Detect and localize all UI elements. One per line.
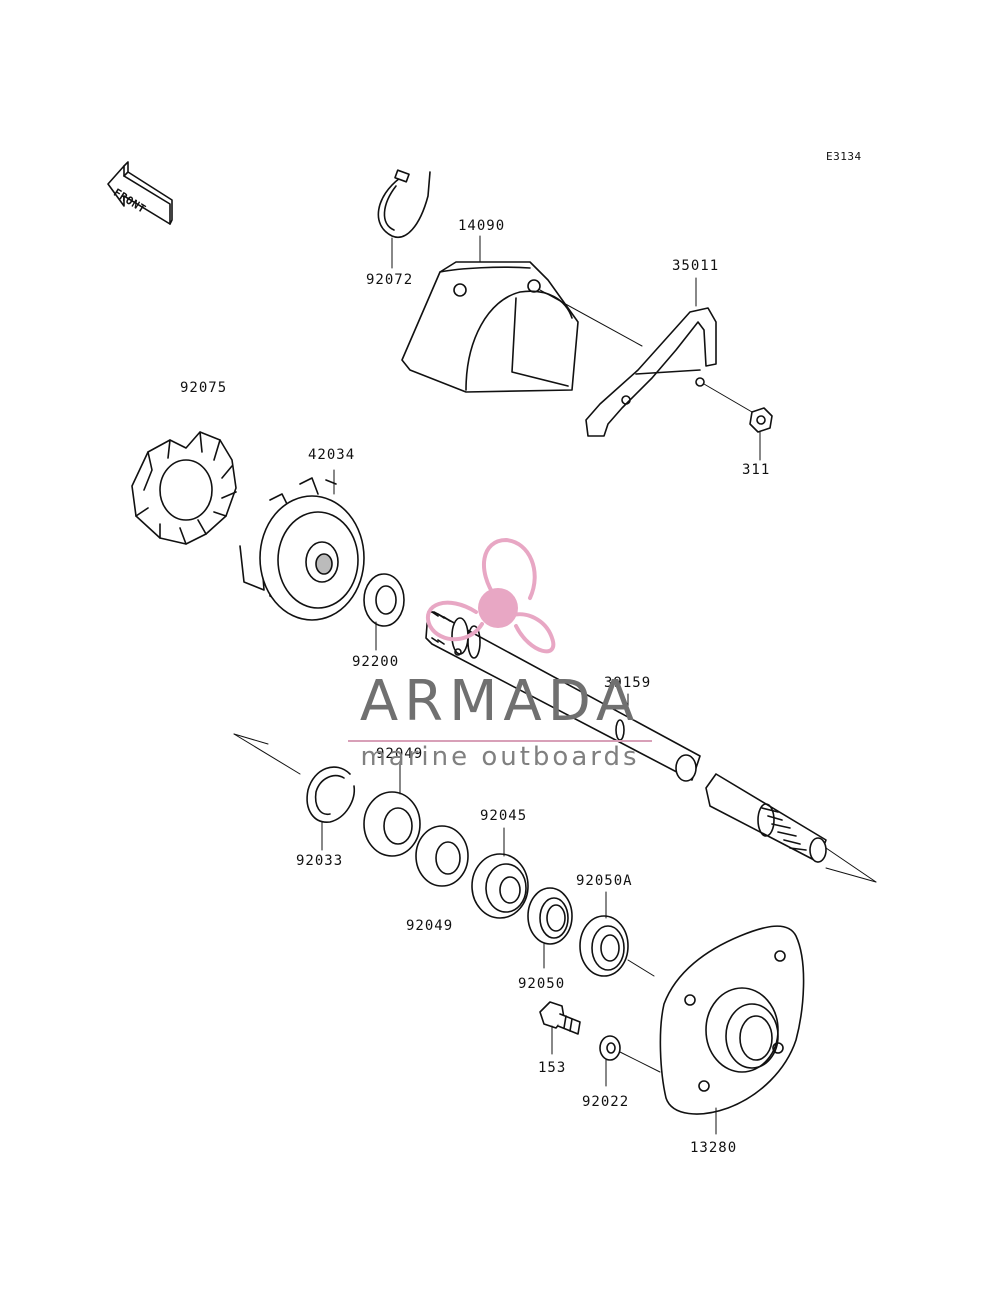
- part-label-92049-upper: 92049: [376, 746, 424, 762]
- part-label-13280: 13280: [690, 1140, 738, 1156]
- part-label-35011: 35011: [672, 258, 720, 274]
- part-label-92072: 92072: [366, 272, 414, 288]
- circlip-92033: [306, 766, 355, 851]
- front-arrow-icon: [107, 161, 173, 225]
- part-label-92075: 92075: [180, 380, 228, 396]
- part-label-311: 311: [742, 462, 771, 478]
- part-label-39159: 39159: [604, 675, 652, 691]
- watermark-brand: ARMADA: [359, 669, 641, 734]
- spacer-92049-upper: [363, 763, 421, 857]
- seal-92050: [527, 887, 573, 969]
- part-label-92045: 92045: [480, 808, 528, 824]
- washer-92022: [599, 1035, 661, 1087]
- spacer-92049-lower: [415, 825, 469, 887]
- part-label-92050: 92050: [518, 976, 566, 992]
- shaft-39159: [425, 611, 701, 782]
- clip-92072: [377, 169, 431, 269]
- bearing-92045: [471, 827, 529, 919]
- watermark-tagline: marine outboards: [360, 742, 640, 772]
- part-label-92022: 92022: [582, 1094, 630, 1110]
- bolt-153: [539, 1001, 581, 1055]
- axis-arrow-left: [233, 733, 301, 775]
- part-label-92050A: 92050A: [576, 873, 633, 889]
- figure-code: E3134: [826, 150, 862, 163]
- coupling-92075: [131, 431, 237, 545]
- part-label-153: 153: [538, 1060, 567, 1076]
- seal-92050A: [579, 891, 655, 977]
- impeller-42034: [239, 469, 365, 621]
- armada-propeller-logo: [426, 538, 556, 654]
- bracket-35011: [585, 277, 753, 437]
- part-label-92200: 92200: [352, 654, 400, 670]
- part-label-92049-lower: 92049: [406, 918, 454, 934]
- housing-13280: [659, 925, 805, 1135]
- cover-14090: [401, 235, 643, 393]
- washer-92200: [363, 573, 405, 651]
- nut-311: [749, 407, 773, 461]
- shaft-spline-end: [705, 773, 877, 883]
- part-label-14090: 14090: [458, 218, 506, 234]
- watermark-divider: [348, 740, 652, 742]
- part-label-42034: 42034: [308, 447, 356, 463]
- part-label-92033: 92033: [296, 853, 344, 869]
